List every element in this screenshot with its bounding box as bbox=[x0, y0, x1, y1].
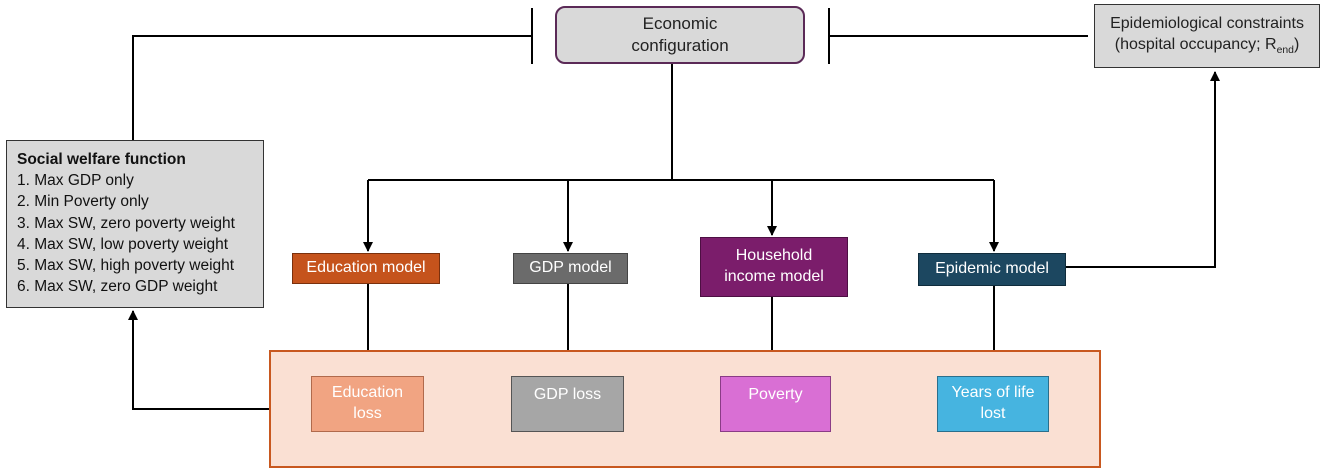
swf-item: 4. Max SW, low poverty weight bbox=[17, 235, 229, 253]
gdp-loss-box: GDP loss bbox=[511, 376, 624, 432]
yll-line2: lost bbox=[980, 405, 1006, 422]
education-loss-line1: Education bbox=[331, 384, 404, 402]
yll-line1: Years of life bbox=[951, 384, 1035, 402]
gdp-model-box: GDP model bbox=[513, 253, 628, 284]
connector-swf-to-config bbox=[132, 35, 532, 140]
household-model-line1: Household bbox=[735, 247, 813, 265]
epidemic-model-box: Epidemic model bbox=[918, 253, 1066, 286]
gdp-loss-label: GDP loss bbox=[533, 386, 602, 403]
swf-item: 6. Max SW, zero GDP weight bbox=[17, 278, 218, 296]
social-welfare-function-box: Social welfare function 1. Max GDP only … bbox=[6, 140, 264, 308]
constraints-subscript: end bbox=[1276, 45, 1294, 57]
epidemiological-constraints-line2: (hospital occupancy; Rend) bbox=[1110, 35, 1304, 58]
education-loss-line2: loss bbox=[353, 405, 382, 422]
swf-item: 3. Max SW, zero poverty weight bbox=[17, 214, 235, 232]
poverty-box: Poverty bbox=[720, 376, 831, 432]
constraints-suffix: ) bbox=[1293, 36, 1300, 54]
household-income-model-box: Household income model bbox=[700, 237, 848, 297]
economic-configuration-line2: configuration bbox=[631, 36, 729, 55]
education-model-box: Education model bbox=[292, 253, 440, 284]
gdp-model-label: GDP model bbox=[529, 259, 612, 277]
years-of-life-lost-box: Years of life lost bbox=[937, 376, 1049, 432]
epidemiological-constraints-box: Epidemiological constraints (hospital oc… bbox=[1094, 4, 1320, 68]
social-welfare-title: Social welfare function bbox=[17, 151, 186, 168]
economic-configuration-box: Economic configuration bbox=[555, 6, 805, 64]
epidemic-model-label: Epidemic model bbox=[935, 260, 1049, 278]
poverty-label: Poverty bbox=[748, 386, 803, 403]
swf-item: 5. Max SW, high poverty weight bbox=[17, 257, 235, 275]
education-loss-box: Education loss bbox=[311, 376, 424, 432]
epidemiological-constraints-line1: Epidemiological constraints bbox=[1110, 15, 1304, 33]
swf-item: 1. Max GDP only bbox=[17, 172, 134, 190]
education-model-label: Education model bbox=[306, 259, 426, 277]
economic-configuration-line1: Economic bbox=[642, 13, 718, 33]
swf-item: 2. Min Poverty only bbox=[17, 193, 149, 211]
arrow-epidemic-to-constraints bbox=[1066, 71, 1220, 268]
constraints-prefix: (hospital occupancy; R bbox=[1114, 36, 1277, 54]
household-model-line2: income model bbox=[724, 268, 824, 285]
arrow-outcomes-to-swf bbox=[128, 310, 269, 410]
